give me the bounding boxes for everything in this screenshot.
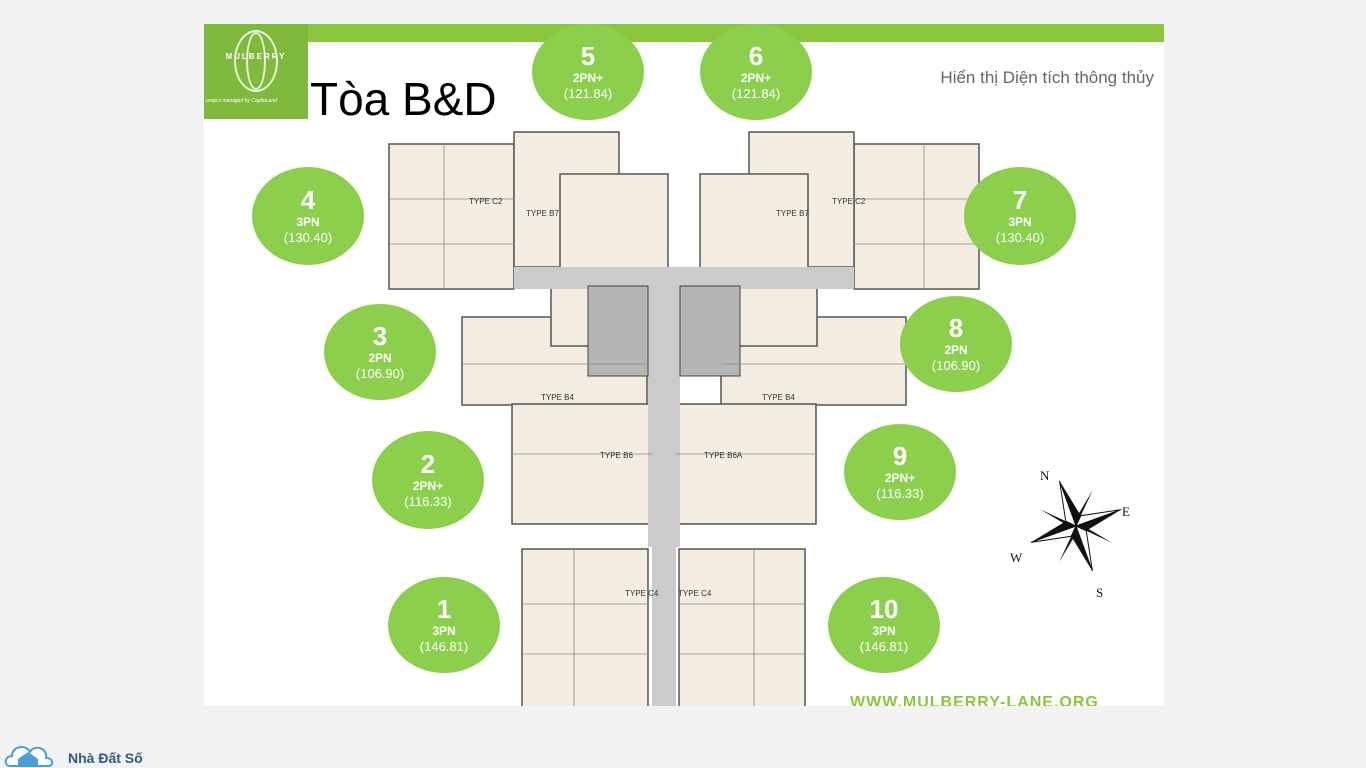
logo-brand: MULBERRY (225, 52, 287, 61)
website-url: WWW.MULBERRY-LANE.ORG (850, 694, 1099, 706)
unit-type: 2PN+ (740, 71, 772, 85)
mulberry-logo: MULBERRY project managed by CapitaLand (204, 24, 308, 119)
unit-number: 8 (948, 313, 964, 343)
unit-number: 5 (580, 41, 596, 71)
unit-bubble-6: 6 2PN+ (121.84) (700, 24, 812, 120)
unit-area: (106.90) (931, 358, 981, 373)
unit-type: 2PN (368, 351, 392, 365)
unit-bubble-7: 7 3PN (130.40) (964, 167, 1076, 265)
logo-oval-icon (234, 30, 278, 92)
unit-bubble-4: 4 3PN (130.40) (252, 167, 364, 265)
unit-type: 2PN (944, 343, 968, 357)
house-cloud-icon (4, 746, 54, 767)
unit-area: (121.84) (731, 86, 781, 101)
unit-area: (130.40) (283, 230, 333, 245)
unit-number: 2 (420, 449, 436, 479)
compass-rose-icon: N E S W (1010, 468, 1130, 600)
unit-type: 2PN+ (884, 471, 916, 485)
plan-label: TYPE B6 (600, 451, 633, 460)
unit-bubble-10: 10 3PN (146.81) (828, 577, 940, 673)
compass-n: N (1040, 468, 1050, 483)
unit-bubble-8: 8 2PN (106.90) (900, 296, 1012, 392)
compass-w: W (1010, 550, 1023, 565)
plan-label: TYPE B4 (541, 393, 574, 402)
unit-area: (146.81) (419, 639, 469, 654)
unit-number: 1 (436, 594, 452, 624)
unit-bubble-3: 3 2PN (106.90) (324, 304, 436, 400)
unit-type: 3PN (432, 624, 456, 638)
compass-e: E (1122, 504, 1130, 519)
plan-label: TYPE B7 (776, 209, 809, 218)
unit-type: 3PN (872, 624, 896, 638)
page-title: Tòa B&D (310, 73, 497, 125)
plan-label: TYPE C2 (832, 197, 866, 206)
unit-area: (106.90) (355, 366, 405, 381)
plan-label: TYPE B4 (762, 393, 795, 402)
logo-leaf-icon (246, 32, 266, 90)
unit-number: 6 (748, 41, 764, 71)
unit-bubble-9: 9 2PN+ (116.33) (844, 424, 956, 520)
watermark-text: Nhà Đất Số (68, 750, 143, 766)
unit-number: 10 (869, 594, 899, 624)
unit-type: 2PN+ (572, 71, 604, 85)
unit-type: 2PN+ (412, 479, 444, 493)
unit-number: 9 (892, 441, 908, 471)
slide: MULBERRY project managed by CapitaLand (204, 24, 1164, 706)
unit-bubble-1: 1 3PN (146.81) (388, 577, 500, 673)
logo-tagline: project managed by CapitaLand (206, 98, 277, 104)
plan-label: TYPE B7 (526, 209, 559, 218)
unit-area: (116.33) (876, 486, 924, 501)
unit-area: (121.84) (563, 86, 613, 101)
compass-s: S (1096, 585, 1103, 600)
plan-label: TYPE C4 (625, 589, 659, 598)
unit-area: (146.81) (859, 639, 909, 654)
plan-label: TYPE C2 (469, 197, 503, 206)
unit-area: (116.33) (404, 494, 452, 509)
unit-type: 3PN (1008, 215, 1032, 229)
top-green-bar (204, 24, 1164, 42)
plan-label: TYPE C4 (678, 589, 712, 598)
area-note: Hiển thị Diện tích thông thủy (940, 68, 1154, 87)
unit-number: 4 (300, 185, 316, 215)
unit-number: 3 (372, 321, 388, 351)
floor-plan: TYPE C2 TYPE B7 TYPE B7 TYPE C2 TYPE B4 … (388, 131, 980, 706)
plan-label: TYPE B6A (704, 451, 743, 460)
unit-bubble-2: 2 2PN+ (116.33) (372, 431, 484, 529)
unit-number: 7 (1012, 185, 1028, 215)
unit-bubble-5: 5 2PN+ (121.84) (532, 24, 644, 120)
unit-type: 3PN (296, 215, 320, 229)
unit-area: (130.40) (995, 230, 1045, 245)
